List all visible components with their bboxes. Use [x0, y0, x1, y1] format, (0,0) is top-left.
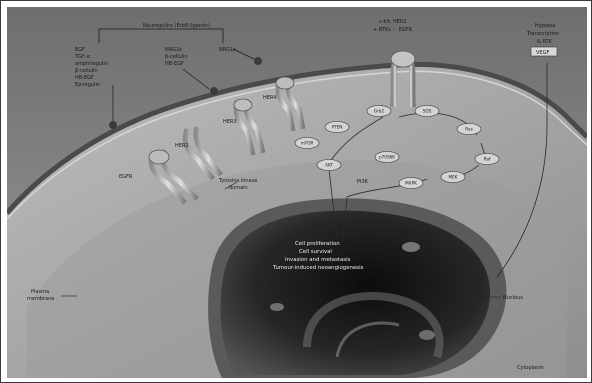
egf-ligand-label: TGF-α: [74, 54, 91, 60]
her4-label: HER4: [263, 95, 277, 101]
egfr-label: EGFR: [119, 174, 133, 180]
outcome-label: Invasion and metastasis: [285, 257, 351, 263]
receptor-family-label: Neuregulins (ErbB ligands): [143, 23, 210, 29]
vegf-label: Transcription: [526, 31, 559, 37]
pathway-node: MAPK: [399, 178, 423, 189]
vegf-label: Hypoxia: [535, 23, 555, 29]
nrg-ligand-label: HB-EGF: [165, 61, 184, 67]
plasma-membrane-label: membrane: [27, 296, 54, 302]
egf-ligand-label: Epiregulin: [75, 82, 100, 88]
egf-ligand-label: HB-EGF: [75, 75, 94, 81]
rtk-ligand-label: c-kit, HER2: [379, 19, 407, 25]
nuclear-pore: [419, 330, 435, 340]
her2-label: HER2: [175, 143, 189, 149]
pathway-node: Raf: [475, 154, 499, 165]
ligand-dot: [109, 121, 117, 129]
pathway-node: MEK: [441, 172, 465, 183]
pathway-node-label: AKT: [325, 163, 333, 168]
her3-label: HER3: [223, 119, 237, 125]
outcome-label: Cell survival: [299, 249, 332, 255]
vegf-label: VEGF: [536, 50, 549, 56]
pi3k-label: PI3K: [357, 179, 369, 185]
plasma-membrane-label: Plasma: [31, 289, 49, 295]
pathway-node-label: Raf: [484, 157, 491, 162]
nucleus-label: Nucleus: [503, 295, 523, 301]
tyrosine-kinase-label: domain: [229, 185, 248, 191]
pathway-node-label: mTOR: [301, 141, 314, 146]
pathway-node: Grb2: [367, 106, 391, 117]
nucleus: [220, 211, 490, 375]
pathway-node-label: Ras: [465, 127, 473, 132]
rtk-ligand-label: + RTKs ··· EGFR: [373, 27, 413, 33]
pathway-node: p70S6K: [375, 152, 399, 163]
pathway-node-label: PTEN: [332, 125, 343, 130]
pathway-node-label: MEK: [448, 175, 457, 180]
egf-ligand-label: EGF: [75, 47, 85, 53]
pathway-node: SOS: [415, 106, 439, 117]
cytoplasm-label: Cytoplasm: [517, 365, 544, 371]
outcome-label: Tumour-induced neoangiogenesis: [272, 265, 364, 271]
cell-illustration: PTEN Grb2 SOS RasRafMEK MAPK AKT mTOR p70S6K Ne…: [7, 7, 587, 378]
tyrosine-kinase-label: Tyrosine kinase: [218, 178, 257, 184]
outcome-label: Cell proliferation: [295, 241, 340, 247]
pathway-node: AKT: [317, 160, 341, 171]
nuclear-pore: [270, 303, 284, 311]
egf-ligand-label: amphiregulin: [75, 61, 108, 67]
pathway-node-label: p70S6K: [379, 155, 395, 160]
egf-ligand-label: β-cellulin: [75, 68, 98, 74]
nrg-ligand-label: β-cellulin: [165, 54, 188, 60]
pathway-node-label: MAPK: [405, 181, 417, 186]
nuclear-pore: [402, 242, 420, 252]
pathway-node: PTEN: [325, 122, 349, 133]
nrg1-label: NRG1s: [219, 47, 236, 53]
illustration-stage: PTEN Grb2 SOS RasRafMEK MAPK AKT mTOR p70S6K Ne…: [7, 7, 587, 378]
ligand-dot: [210, 87, 218, 95]
pathway-node-label: SOS: [423, 109, 432, 114]
nrg-ligand-label: NRG2s: [165, 47, 182, 53]
pathway-node-label: Grb2: [374, 109, 385, 114]
pathway-node: mTOR: [295, 138, 319, 149]
vegf-label: & RTK: [537, 39, 553, 45]
pathway-node: Ras: [457, 124, 481, 135]
ligand-dot: [254, 57, 262, 65]
